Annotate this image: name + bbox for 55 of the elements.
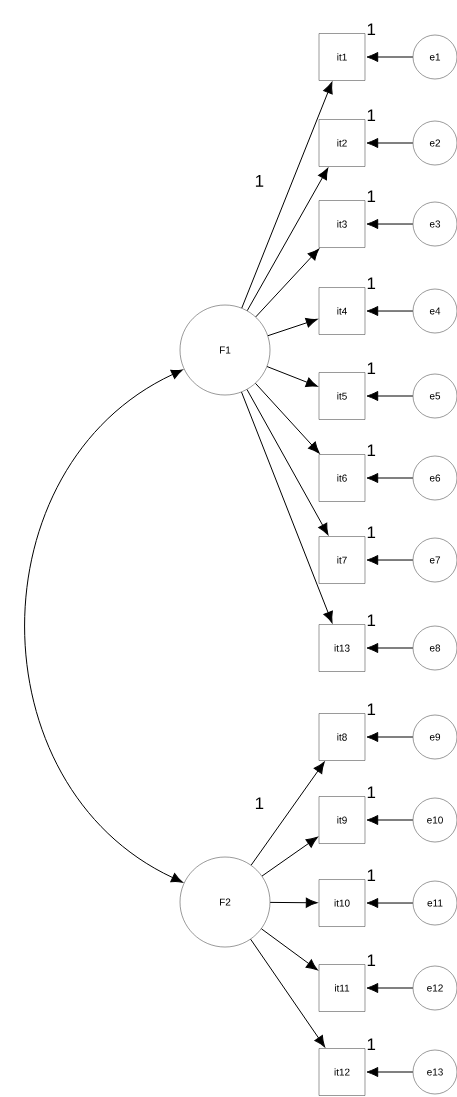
item-box: it1 xyxy=(318,33,366,81)
item-box: it5 xyxy=(318,372,366,420)
arrow xyxy=(366,137,414,149)
arrow xyxy=(24,369,183,883)
edge-label: 1 xyxy=(367,1038,376,1051)
arrow xyxy=(366,390,414,402)
edge-label: 1 xyxy=(367,869,376,882)
arrow xyxy=(246,389,329,536)
arrow xyxy=(366,982,414,994)
item-box: it10 xyxy=(318,879,366,927)
item-box: it6 xyxy=(318,454,366,502)
item-box: it13 xyxy=(318,624,366,672)
arrow xyxy=(255,382,320,454)
edge-label: 1 xyxy=(367,703,376,716)
edge-label: 1 xyxy=(367,109,376,122)
edge-label: 1 xyxy=(367,526,376,539)
arrow xyxy=(366,305,414,317)
item-box: it2 xyxy=(318,119,366,167)
arrow xyxy=(366,472,414,484)
arrow xyxy=(366,897,414,909)
edge-label: 1 xyxy=(367,23,376,36)
arrow xyxy=(266,366,318,388)
arrow xyxy=(366,814,414,826)
arrow xyxy=(255,248,320,318)
arrow xyxy=(250,761,325,866)
arrow xyxy=(267,317,318,337)
edge-label: 1 xyxy=(367,954,376,967)
item-box: it11 xyxy=(318,964,366,1012)
arrow xyxy=(366,642,414,654)
item-box: it3 xyxy=(318,200,366,248)
item-box: it9 xyxy=(318,796,366,844)
edge-label: 1 xyxy=(367,444,376,457)
arrow xyxy=(366,218,414,230)
arrow xyxy=(366,731,414,743)
item-box: it4 xyxy=(318,287,366,335)
arrow xyxy=(366,554,414,566)
arrow xyxy=(241,391,333,624)
item-box: it8 xyxy=(318,713,366,761)
edge-label: 1 xyxy=(367,362,376,375)
arrow xyxy=(261,836,318,877)
arrow xyxy=(269,897,318,908)
arrow xyxy=(260,928,318,971)
edge-label: 1 xyxy=(255,175,264,187)
arrow xyxy=(366,51,414,63)
edge-label: 1 xyxy=(367,190,376,203)
arrow xyxy=(366,1066,414,1078)
edge-label: 1 xyxy=(367,786,376,799)
edge-label: 1 xyxy=(367,277,376,290)
arrow xyxy=(241,81,333,309)
edge-label: 1 xyxy=(367,614,376,627)
item-box: it7 xyxy=(318,536,366,584)
arrow xyxy=(250,938,326,1048)
item-box: it12 xyxy=(318,1048,366,1096)
arrow xyxy=(246,167,329,312)
edge-label: 1 xyxy=(255,797,264,810)
